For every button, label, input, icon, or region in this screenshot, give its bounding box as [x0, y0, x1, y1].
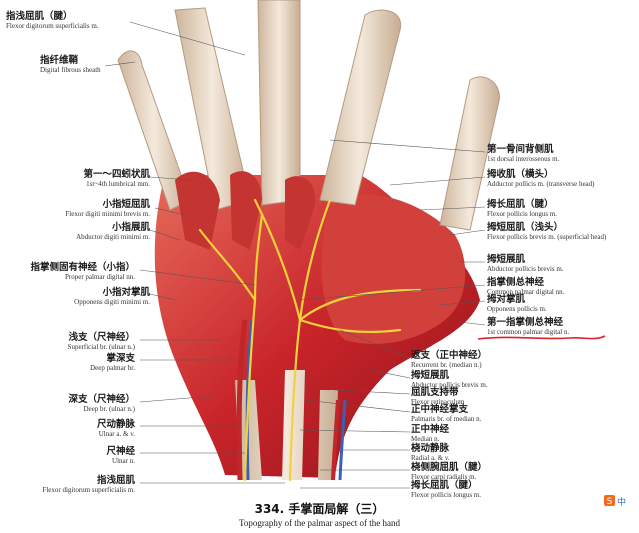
label-fpl: 拇长屈肌（腱）Flexor pollicis longus m. [411, 480, 481, 499]
svg-text:中: 中 [617, 496, 626, 508]
finger-index [319, 9, 402, 206]
nerves [198, 198, 422, 482]
watermark-logo: S 中 [604, 493, 628, 508]
ulnar-vessels [236, 319, 248, 481]
figure-subtitle: Topography of the palmar aspect of the h… [238, 518, 401, 528]
figure-title: 334. 手掌面局解（三） [254, 502, 385, 516]
label-fpb-superficial: 拇短屈肌（浅头）Flexor pollicis brevis m. (super… [487, 222, 607, 241]
label-fcr: 桡侧腕屈肌（腱）Flexor carpi radialis m. [411, 462, 488, 481]
label-fpl-tendon: 拇长屈肌（腱）Flexor pollicis longus m. [487, 199, 557, 218]
label-recurrent-br: 返支（正中神经）Recurrent br. (median n.) [411, 350, 488, 369]
label-adductor-pollicis: 拇收肌（横头）Adductor pollicis m. (transverse … [487, 169, 595, 188]
label-deep-br-ulnar: 深支（尺神经）Deep br. (ulnar n.) [68, 394, 135, 413]
thenar-muscles [321, 194, 466, 344]
radial-vessels [331, 399, 340, 481]
svg-text:S: S [607, 497, 613, 507]
finger-middle [257, 0, 301, 206]
finger-thumb [439, 76, 500, 231]
forearm-tendons [235, 370, 338, 480]
label-proper-palmar-digital: 指掌侧固有神经（小指）Proper palmar digital nn. [30, 262, 135, 281]
handwritten-underline [477, 335, 606, 340]
label-fds-tendon: 指浅屈肌（腱）Flexor digitorum superficialis m. [6, 11, 99, 30]
leader-lines [104, 21, 486, 489]
label-superficial-br-ulnar: 浅支（尺神经）Superficial br. (ulnar n.) [67, 332, 135, 351]
lumbricals [175, 171, 316, 250]
